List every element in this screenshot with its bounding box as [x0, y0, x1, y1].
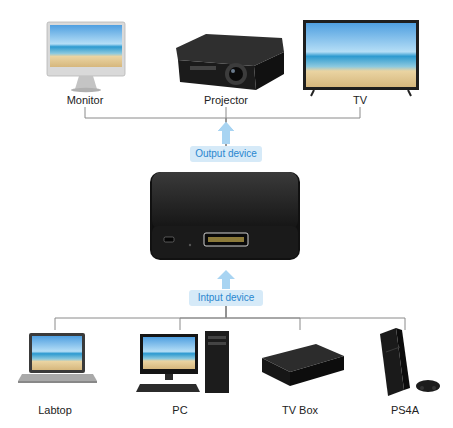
- device-node: PC: [135, 330, 225, 417]
- device-label: PS4A: [360, 404, 450, 417]
- device-node: Monitor: [35, 18, 135, 107]
- device-node: PS4A: [360, 330, 450, 417]
- flow-arrow: [218, 122, 234, 144]
- monitor-illustration-part: [71, 88, 101, 92]
- laptop-illustration-part: [32, 336, 82, 370]
- monitor-illustration-part: [50, 25, 122, 67]
- hdmi-splitter-illustration: [150, 172, 300, 260]
- flow-arrow: [218, 122, 234, 144]
- laptop-illustration-part: [18, 381, 97, 383]
- pc-illustration-part: [136, 384, 200, 392]
- tag-label: Intput device: [198, 292, 255, 304]
- tag-label: Output device: [195, 148, 257, 160]
- tv-box-illustration-part: [290, 356, 344, 386]
- pc-illustration: [136, 331, 229, 393]
- projector-illustration-part: [231, 69, 235, 73]
- direction-tag: Intput device: [189, 290, 263, 306]
- input-arrow-part: [217, 270, 235, 289]
- device-label: PC: [135, 404, 225, 417]
- device-label: Labtop: [15, 404, 95, 417]
- pc-illustration-part: [205, 331, 229, 393]
- tv-illustration-part: [408, 90, 411, 96]
- ps4-illustration-part: [416, 380, 440, 392]
- tv-box-illustration-part: [262, 358, 290, 386]
- device-node: Labtop: [15, 330, 95, 417]
- device-node: TV Box: [255, 330, 345, 417]
- monitor-illustration-part: [47, 22, 125, 76]
- bracket-connector: [85, 107, 226, 146]
- hdmi-splitter-illustration-part: [208, 237, 244, 242]
- pc-illustration-part: [208, 336, 226, 339]
- tv-illustration-part: [311, 90, 314, 96]
- hdmi-splitter-illustration-part: [189, 244, 191, 246]
- tv-illustration-part: [303, 20, 419, 90]
- input-arrow: [217, 270, 235, 289]
- hdmi-splitter-illustration-part: [152, 226, 298, 258]
- hdmi-splitter-illustration-part: [164, 237, 174, 242]
- bracket-connector: [226, 306, 405, 330]
- pc-illustration-part: [143, 337, 195, 369]
- bracket-connector: [180, 306, 226, 330]
- bracket-connector: [55, 306, 226, 330]
- monitor-illustration-part: [75, 76, 97, 89]
- ps4-illustration-part: [420, 386, 424, 390]
- bracket-connector: [226, 107, 360, 146]
- ps4-illustration-part: [386, 347, 400, 352]
- monitor-illustration: [47, 22, 125, 92]
- ps4-illustration: [380, 328, 440, 396]
- projector-illustration-part: [229, 67, 243, 81]
- pc-illustration-part: [140, 334, 198, 374]
- device-label: Monitor: [35, 94, 135, 107]
- hdmi-splitter-illustration-part: [204, 233, 248, 246]
- projector-illustration-part: [178, 60, 256, 90]
- projector-illustration-part: [190, 66, 216, 70]
- flow-arrow: [218, 122, 234, 144]
- ps4-illustration-part: [396, 328, 410, 390]
- device-node: TV: [300, 18, 420, 107]
- device-label: Projector: [170, 94, 282, 107]
- projector-illustration: [176, 34, 284, 90]
- laptop-illustration: [18, 333, 97, 383]
- tv-illustration-part: [306, 23, 416, 87]
- hdmi-splitter-illustration-part: [150, 172, 300, 260]
- hdmi-splitter-illustration-part: [152, 172, 298, 230]
- device-node: Projector: [170, 18, 282, 107]
- device-label: TV: [300, 94, 420, 107]
- laptop-illustration-part: [18, 374, 97, 381]
- tv-box-illustration: [262, 344, 344, 386]
- tv-illustration: [303, 20, 419, 96]
- pc-illustration-part: [208, 342, 226, 345]
- laptop-illustration-part: [29, 333, 85, 373]
- projector-illustration-part: [254, 52, 284, 90]
- ps4-illustration-part: [432, 386, 436, 390]
- device-label: TV Box: [255, 404, 345, 417]
- projector-illustration-part: [225, 63, 247, 85]
- direction-tag: Output device: [190, 146, 262, 162]
- pc-illustration-part: [165, 374, 173, 380]
